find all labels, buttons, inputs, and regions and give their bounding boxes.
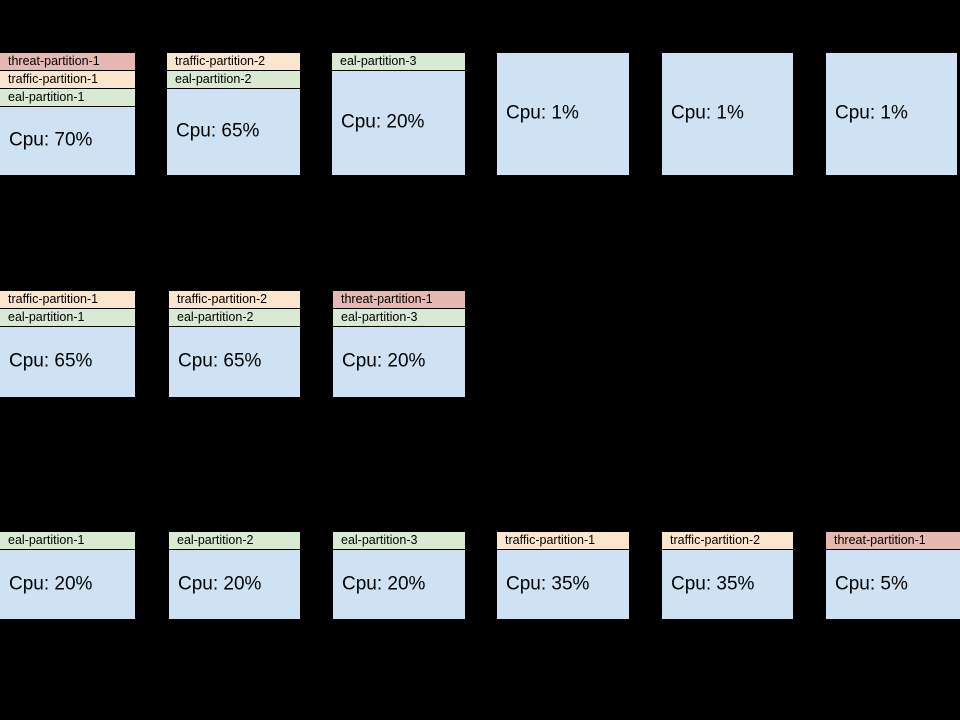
partition-band-eal[interactable]: eal-partition-3 <box>332 53 465 71</box>
cpu-usage-label: Cpu: 5% <box>835 573 908 595</box>
partition-band-threat[interactable]: threat-partition-1 <box>826 532 960 550</box>
node-body: Cpu: 20% <box>169 550 300 619</box>
cpu-usage-label: Cpu: 20% <box>9 573 93 595</box>
node-card[interactable]: Cpu: 1% <box>496 52 630 176</box>
node-body: Cpu: 65% <box>0 327 135 397</box>
partition-band-traffic[interactable]: traffic-partition-1 <box>497 532 629 550</box>
node-body: Cpu: 1% <box>662 53 793 175</box>
partition-band-traffic[interactable]: traffic-partition-1 <box>0 71 135 89</box>
partition-band-traffic[interactable]: traffic-partition-2 <box>167 53 300 71</box>
partition-band-eal[interactable]: eal-partition-2 <box>169 309 300 327</box>
node-body: Cpu: 20% <box>333 550 465 619</box>
cpu-usage-label: Cpu: 20% <box>342 350 426 372</box>
partition-band-eal[interactable]: eal-partition-1 <box>0 309 135 327</box>
cpu-usage-label: Cpu: 1% <box>506 102 579 124</box>
cpu-usage-label: Cpu: 20% <box>178 573 262 595</box>
partition-band-traffic[interactable]: traffic-partition-2 <box>169 291 300 309</box>
partition-band-threat[interactable]: threat-partition-1 <box>0 53 135 71</box>
node-body: Cpu: 35% <box>497 550 629 619</box>
node-body: Cpu: 20% <box>333 327 465 397</box>
node-body: Cpu: 70% <box>0 107 135 175</box>
partition-band-traffic[interactable]: traffic-partition-1 <box>0 291 135 309</box>
partition-band-threat[interactable]: threat-partition-1 <box>333 291 465 309</box>
partition-band-eal[interactable]: eal-partition-3 <box>333 309 465 327</box>
cpu-usage-label: Cpu: 70% <box>9 129 93 151</box>
node-body: Cpu: 20% <box>0 550 135 619</box>
cpu-usage-label: Cpu: 1% <box>835 102 908 124</box>
node-body: Cpu: 1% <box>826 53 957 175</box>
node-body: Cpu: 35% <box>662 550 793 619</box>
partition-band-eal[interactable]: eal-partition-1 <box>0 89 135 107</box>
node-card[interactable]: Cpu: 1% <box>825 52 958 176</box>
partition-band-eal[interactable]: eal-partition-2 <box>169 532 300 550</box>
cpu-usage-label: Cpu: 65% <box>178 350 262 372</box>
cpu-usage-label: Cpu: 1% <box>671 102 744 124</box>
node-card[interactable]: Cpu: 1% <box>661 52 794 176</box>
partition-band-eal[interactable]: eal-partition-1 <box>0 532 135 550</box>
cpu-usage-label: Cpu: 35% <box>671 573 755 595</box>
partition-band-traffic[interactable]: traffic-partition-2 <box>662 532 793 550</box>
partition-band-eal[interactable]: eal-partition-2 <box>167 71 300 89</box>
cpu-usage-label: Cpu: 65% <box>9 350 93 372</box>
node-body: Cpu: 65% <box>167 89 300 175</box>
cpu-usage-label: Cpu: 65% <box>176 120 260 142</box>
cpu-usage-label: Cpu: 35% <box>506 573 590 595</box>
cpu-usage-label: Cpu: 20% <box>341 111 425 133</box>
node-body: Cpu: 20% <box>332 71 465 175</box>
cpu-usage-label: Cpu: 20% <box>342 573 426 595</box>
node-body: Cpu: 65% <box>169 327 300 397</box>
node-body: Cpu: 5% <box>826 550 960 619</box>
partition-band-eal[interactable]: eal-partition-3 <box>333 532 465 550</box>
node-body: Cpu: 1% <box>497 53 629 175</box>
